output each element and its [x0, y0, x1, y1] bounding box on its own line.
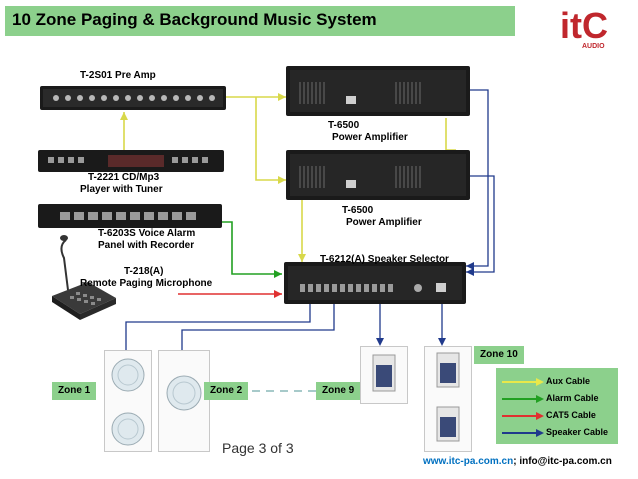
- preamp-label: T-2S01 Pre Amp: [80, 70, 156, 81]
- zone-10-label: Zone 10: [474, 346, 524, 364]
- preamp-device: [40, 86, 226, 110]
- amp2-label-line1: T-6500: [342, 205, 374, 216]
- legend-alarm: Alarm Cable: [496, 391, 618, 407]
- itc-logo: itC AUDIO: [558, 4, 630, 50]
- zone9-speakers: [360, 346, 408, 404]
- wall-speaker-icon: [372, 354, 396, 392]
- logo-brand: itC: [560, 5, 608, 46]
- player-device: [38, 150, 224, 172]
- zone10-speakers: [424, 346, 472, 452]
- zone-2-label: Zone 2: [204, 382, 249, 400]
- power-amplifier-2-device: [286, 150, 470, 200]
- itc-logo-mark: itC AUDIO: [560, 5, 608, 50]
- mic-label-line1: T-218(A): [124, 266, 164, 277]
- speaker-cable-zone2: [181, 304, 335, 360]
- alarm-label-line1: T-6203S Voice Alarm: [98, 228, 196, 239]
- aux-cable-amp1-out: [445, 118, 456, 151]
- alarm-arrowhead: [274, 270, 282, 278]
- ceiling-speaker-icon: [166, 375, 202, 411]
- footer-contact: www.itc-pa.com.cn; info@itc-pa.com.cn: [423, 456, 612, 467]
- logo-sub: AUDIO: [582, 43, 605, 50]
- legend-speaker-label: Speaker Cable: [546, 427, 609, 437]
- legend-speaker: Speaker Cable: [496, 425, 618, 441]
- selector-label: T-6212(A) Speaker Selector: [320, 254, 449, 265]
- legend-aux: Aux Cable: [496, 374, 618, 390]
- legend-alarm-swatch: [502, 395, 544, 403]
- zone2-speakers: [158, 350, 210, 452]
- legend-cat5-swatch: [502, 412, 544, 420]
- speaker-cables: [125, 89, 495, 360]
- website-link[interactable]: www.itc-pa.com.cn: [423, 456, 514, 467]
- email-link[interactable]: info@itc-pa.com.cn: [519, 456, 612, 467]
- page-number: Page 3 of 3: [222, 440, 294, 456]
- speaker-selector-device: [284, 262, 466, 304]
- ceiling-speaker-icon: [111, 358, 145, 446]
- footer-separator: ;: [513, 456, 520, 467]
- zone-1-label: Zone 1: [52, 382, 97, 400]
- legend-aux-label: Aux Cable: [546, 376, 591, 386]
- legend-cat5-label: CAT5 Cable: [546, 410, 596, 420]
- amp2-label-line2: Power Amplifier: [346, 217, 422, 228]
- legend-cat5: CAT5 Cable: [496, 408, 618, 424]
- amp1-label-line2: Power Amplifier: [332, 132, 408, 143]
- power-amplifier-1-device: [286, 66, 470, 116]
- speaker-cable-amp1: [466, 89, 489, 267]
- wall-speaker-icon: [436, 352, 460, 442]
- player-label-line2: Player with Tuner: [80, 184, 163, 195]
- page-title: 10 Zone Paging & Background Music System: [12, 10, 377, 29]
- cable-legend: Aux Cable Alarm Cable CAT5 Cable Speaker…: [496, 368, 618, 444]
- alarm-label-line2: Panel with Recorder: [98, 240, 195, 251]
- mic-label-line2: Remote Paging Microphone: [80, 278, 213, 289]
- speaker-cable-zone1: [125, 304, 311, 356]
- title-bar: [5, 6, 515, 36]
- alarm-cables: [218, 221, 282, 275]
- legend-speaker-swatch: [502, 429, 544, 437]
- alarm-panel-device: [38, 204, 222, 228]
- speaker-cable-amp2: [466, 175, 495, 273]
- alarm-cable: [218, 221, 282, 275]
- player-label-line1: T-2221 CD/Mp3: [88, 172, 160, 183]
- zone1-speakers: [104, 350, 152, 452]
- paging-microphone-device: [52, 235, 116, 320]
- amp1-label-line1: T-6500: [328, 120, 360, 131]
- aux-arrowheads: [120, 93, 306, 262]
- cat5-arrowhead: [274, 290, 282, 298]
- legend-aux-swatch: [502, 378, 544, 386]
- zone-9-label: Zone 9: [316, 382, 361, 400]
- aux-cable-preamp-amp2: [255, 97, 286, 181]
- legend-alarm-label: Alarm Cable: [546, 393, 599, 403]
